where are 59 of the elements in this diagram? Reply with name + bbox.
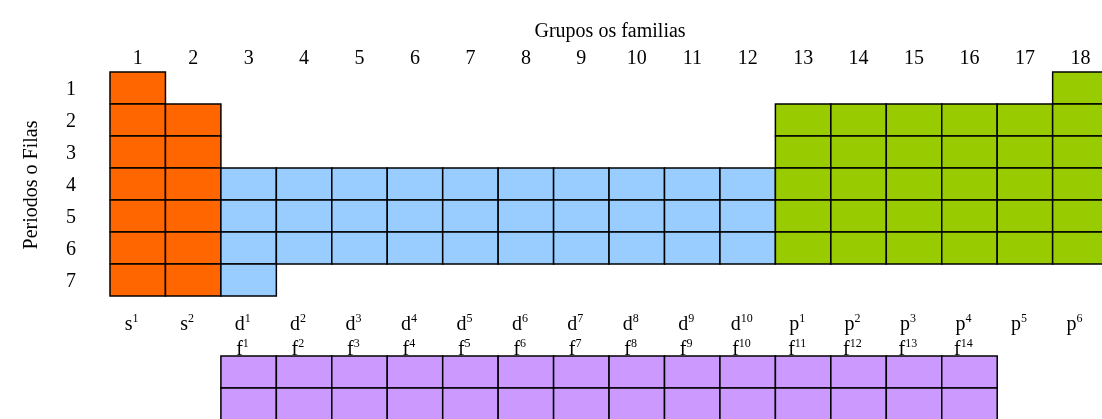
block-label: p$^{5}$: [1010, 313, 1027, 333]
axis-title: Grupos os familias: [534, 20, 686, 40]
group-number: 14: [848, 47, 869, 67]
block-label: p$^{2}$: [844, 313, 861, 333]
block-label: f$^{14}$: [953, 338, 973, 358]
period-number: 6: [66, 238, 76, 258]
group-number: 18: [1070, 47, 1091, 67]
group-number: 12: [737, 47, 758, 67]
block-label: f$^{8}$: [624, 338, 637, 358]
block-label: f$^{13}$: [898, 338, 918, 358]
block-label: d$^{6}$: [511, 313, 528, 333]
block-label: d$^{10}$: [730, 313, 753, 333]
block-label: f$^{12}$: [843, 338, 862, 358]
block-label: s$^{2}$: [180, 313, 194, 333]
group-number: 6: [409, 47, 420, 67]
block-label: f$^{6}$: [513, 338, 527, 358]
period-number: 3: [66, 142, 76, 162]
block-label: f$^{7}$: [568, 338, 582, 358]
group-number: 16: [959, 47, 980, 67]
period-number: 5: [66, 206, 76, 226]
group-number: 8: [520, 47, 531, 67]
group-number: 10: [626, 47, 647, 67]
block-label: d$^{1}$: [234, 313, 251, 333]
period-number: 4: [66, 174, 76, 194]
block-label: f$^{4}$: [402, 338, 416, 358]
block-label: p$^{4}$: [955, 313, 972, 333]
block-label: p$^{1}$: [789, 313, 806, 333]
block-label: f$^{1}$: [236, 338, 249, 358]
block-label: d$^{8}$: [622, 313, 639, 333]
axis-title: Periodos o Filas: [19, 120, 40, 250]
block-label: p$^{3}$: [900, 313, 916, 333]
group-number: 11: [682, 47, 702, 67]
block-label: f$^{10}$: [732, 338, 751, 358]
group-number: 2: [188, 47, 199, 67]
block-label: d$^{5}$: [456, 313, 473, 333]
block-label: d$^{3}$: [345, 313, 362, 333]
block-label: d$^{2}$: [290, 313, 307, 333]
group-number: 7: [465, 47, 476, 67]
group-number: 3: [243, 47, 254, 67]
block-label: d$^{4}$: [400, 313, 417, 333]
period-number: 1: [66, 78, 76, 98]
block-label: f$^{9}$: [679, 338, 693, 358]
period-number: 7: [66, 270, 76, 290]
block-label: d$^{9}$: [678, 313, 695, 333]
group-number: 15: [904, 47, 924, 67]
period-number: 2: [66, 110, 76, 130]
block-label: p$^{6}$: [1066, 313, 1083, 333]
block-label: f$^{2}$: [291, 338, 305, 358]
block-label: f$^{11}$: [788, 338, 807, 358]
group-number: 5: [354, 47, 365, 67]
block-label: f$^{5}$: [457, 338, 471, 358]
group-number: 4: [299, 47, 310, 67]
group-number: 1: [132, 47, 143, 67]
group-number: 13: [793, 47, 814, 67]
block-label: s$^{1}$: [124, 313, 139, 333]
block-label: f$^{3}$: [347, 338, 360, 358]
group-number: 17: [1014, 47, 1035, 67]
block-label: d$^{7}$: [567, 313, 584, 333]
group-number: 9: [576, 47, 587, 67]
